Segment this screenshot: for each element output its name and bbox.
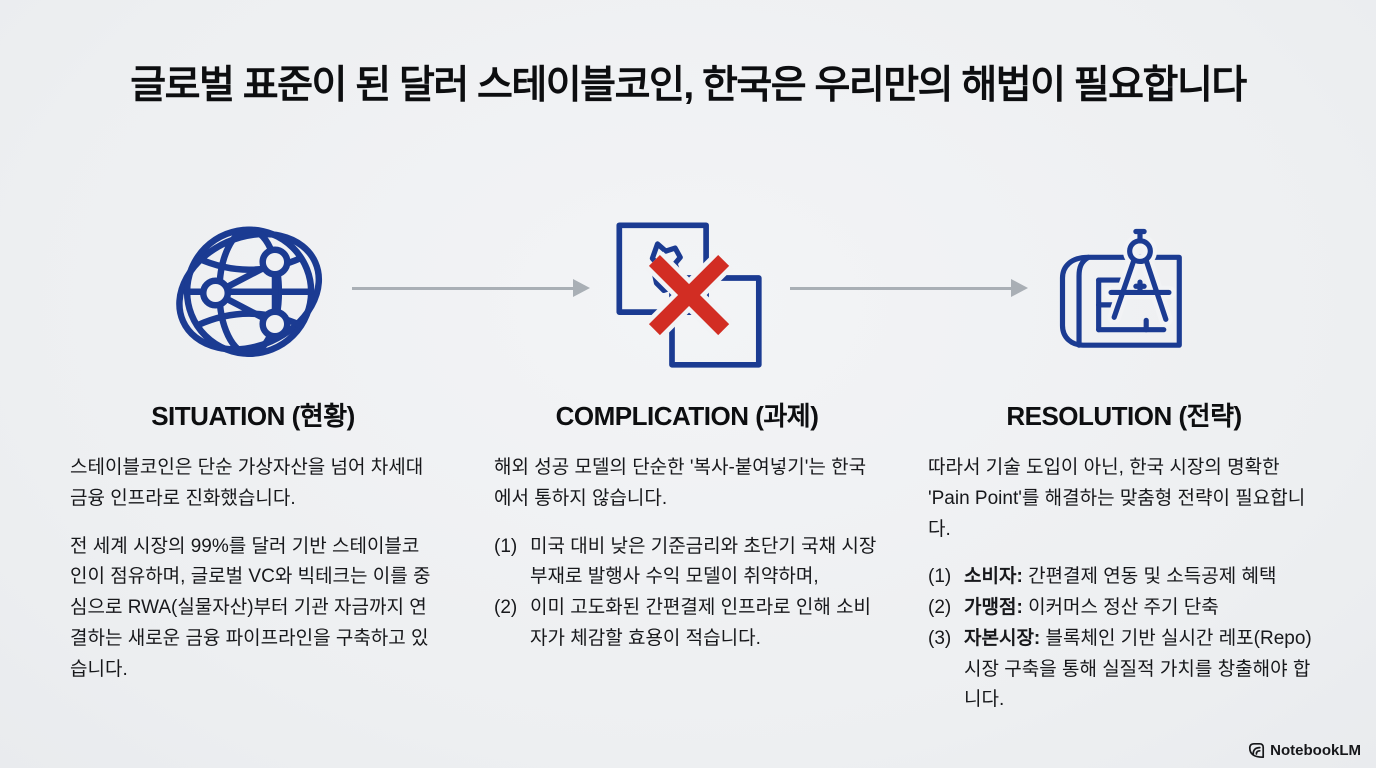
item-text: 자본시장: 블록체인 기반 실시간 레포(Repo) 시장 구축을 통해 실질적… [964, 624, 1320, 716]
item-term: 가맹점: [964, 597, 1023, 619]
notebooklm-brand-label: NotebookLM [1270, 742, 1361, 759]
notebooklm-logo-icon [1248, 742, 1265, 759]
item-desc: 블록체인 기반 실시간 레포(Repo) 시장 구축을 통해 실질적 가치를 창… [964, 627, 1312, 711]
column-resolution: RESOLUTION (전략) 따라서 기술 도입이 아닌, 한국 시장의 명확… [928, 204, 1320, 716]
item-text: 가맹점: 이커머스 정산 주기 단축 [964, 593, 1320, 624]
complication-item: (1) 미국 대비 낮은 기준금리와 초단기 국채 시장 부재로 발행사 수익 … [494, 532, 880, 594]
item-number: (3) [928, 627, 952, 649]
item-number: (1) [928, 566, 952, 588]
resolution-item: (1) 소비자: 간편결제 연동 및 소득공제 혜택 [928, 562, 1320, 593]
item-number: (2) [494, 597, 518, 619]
complication-body: 해외 성공 모델의 단순한 '복사-붙여넣기'는 한국에서 통하지 않습니다. … [494, 453, 880, 655]
item-desc: 이커머스 정산 주기 단축 [1028, 597, 1219, 619]
column-complication: COMPLICATION (과제) 해외 성공 모델의 단순한 '복사-붙여넣기… [494, 204, 880, 655]
resolution-intro: 따라서 기술 도입이 아닌, 한국 시장의 명확한 'Pain Point'를 … [928, 457, 1306, 540]
item-text: 소비자: 간편결제 연동 및 소득공제 혜택 [964, 562, 1320, 593]
complication-heading: COMPLICATION (과제) [555, 401, 819, 431]
complication-item: (2) 이미 고도화된 간편결제 인프라로 인해 소비자가 체감할 효용이 적습… [494, 593, 880, 655]
resolution-item: (3) 자본시장: 블록체인 기반 실시간 레포(Repo) 시장 구축을 통해… [928, 624, 1320, 716]
column-situation: SITUATION (현황) 스테이블코인은 단순 가상자산을 넘어 차세대 금… [70, 204, 436, 685]
resolution-body: 따라서 기술 도입이 아닌, 한국 시장의 명확한 'Pain Point'를 … [928, 453, 1320, 716]
item-term: 자본시장: [964, 627, 1041, 649]
situation-heading: SITUATION (현황) [151, 401, 355, 431]
resolution-item: (2) 가맹점: 이커머스 정산 주기 단축 [928, 593, 1320, 624]
item-number: (1) [494, 535, 518, 557]
map-copy-paste-x-icon [494, 204, 880, 382]
item-text: 이미 고도화된 간편결제 인프라로 인해 소비자가 체감할 효용이 적습니다. [530, 597, 872, 649]
slide-title: 글로벌 표준이 된 달러 스테이블코인, 한국은 우리만의 해법이 필요합니다 [130, 64, 1247, 107]
item-text: 미국 대비 낮은 기준금리와 초단기 국채 시장 부재로 발행사 수익 모델이 … [530, 535, 877, 588]
item-term: 소비자: [964, 566, 1023, 588]
situation-paragraph: 전 세계 시장의 99%를 달러 기반 스테이블코인이 점유하며, 글로벌 VC… [70, 535, 431, 680]
complication-intro: 해외 성공 모델의 단순한 '복사-붙여넣기'는 한국에서 통하지 않습니다. [494, 457, 867, 509]
notebooklm-brand: NotebookLM [1248, 742, 1361, 759]
globe-network-icon [70, 204, 436, 382]
flow-arrow-icon [352, 280, 590, 296]
item-desc: 간편결제 연동 및 소득공제 혜택 [1028, 566, 1277, 588]
situation-paragraph: 스테이블코인은 단순 가상자산을 넘어 차세대 금융 인프라로 진화했습니다. [70, 457, 424, 509]
flow-arrow-icon [790, 280, 1028, 296]
situation-body: 스테이블코인은 단순 가상자산을 넘어 차세대 금융 인프라로 진화했습니다. … [70, 453, 436, 685]
blueprint-compass-icon [928, 204, 1320, 382]
resolution-heading: RESOLUTION (전략) [1006, 401, 1242, 431]
item-number: (2) [928, 597, 952, 619]
